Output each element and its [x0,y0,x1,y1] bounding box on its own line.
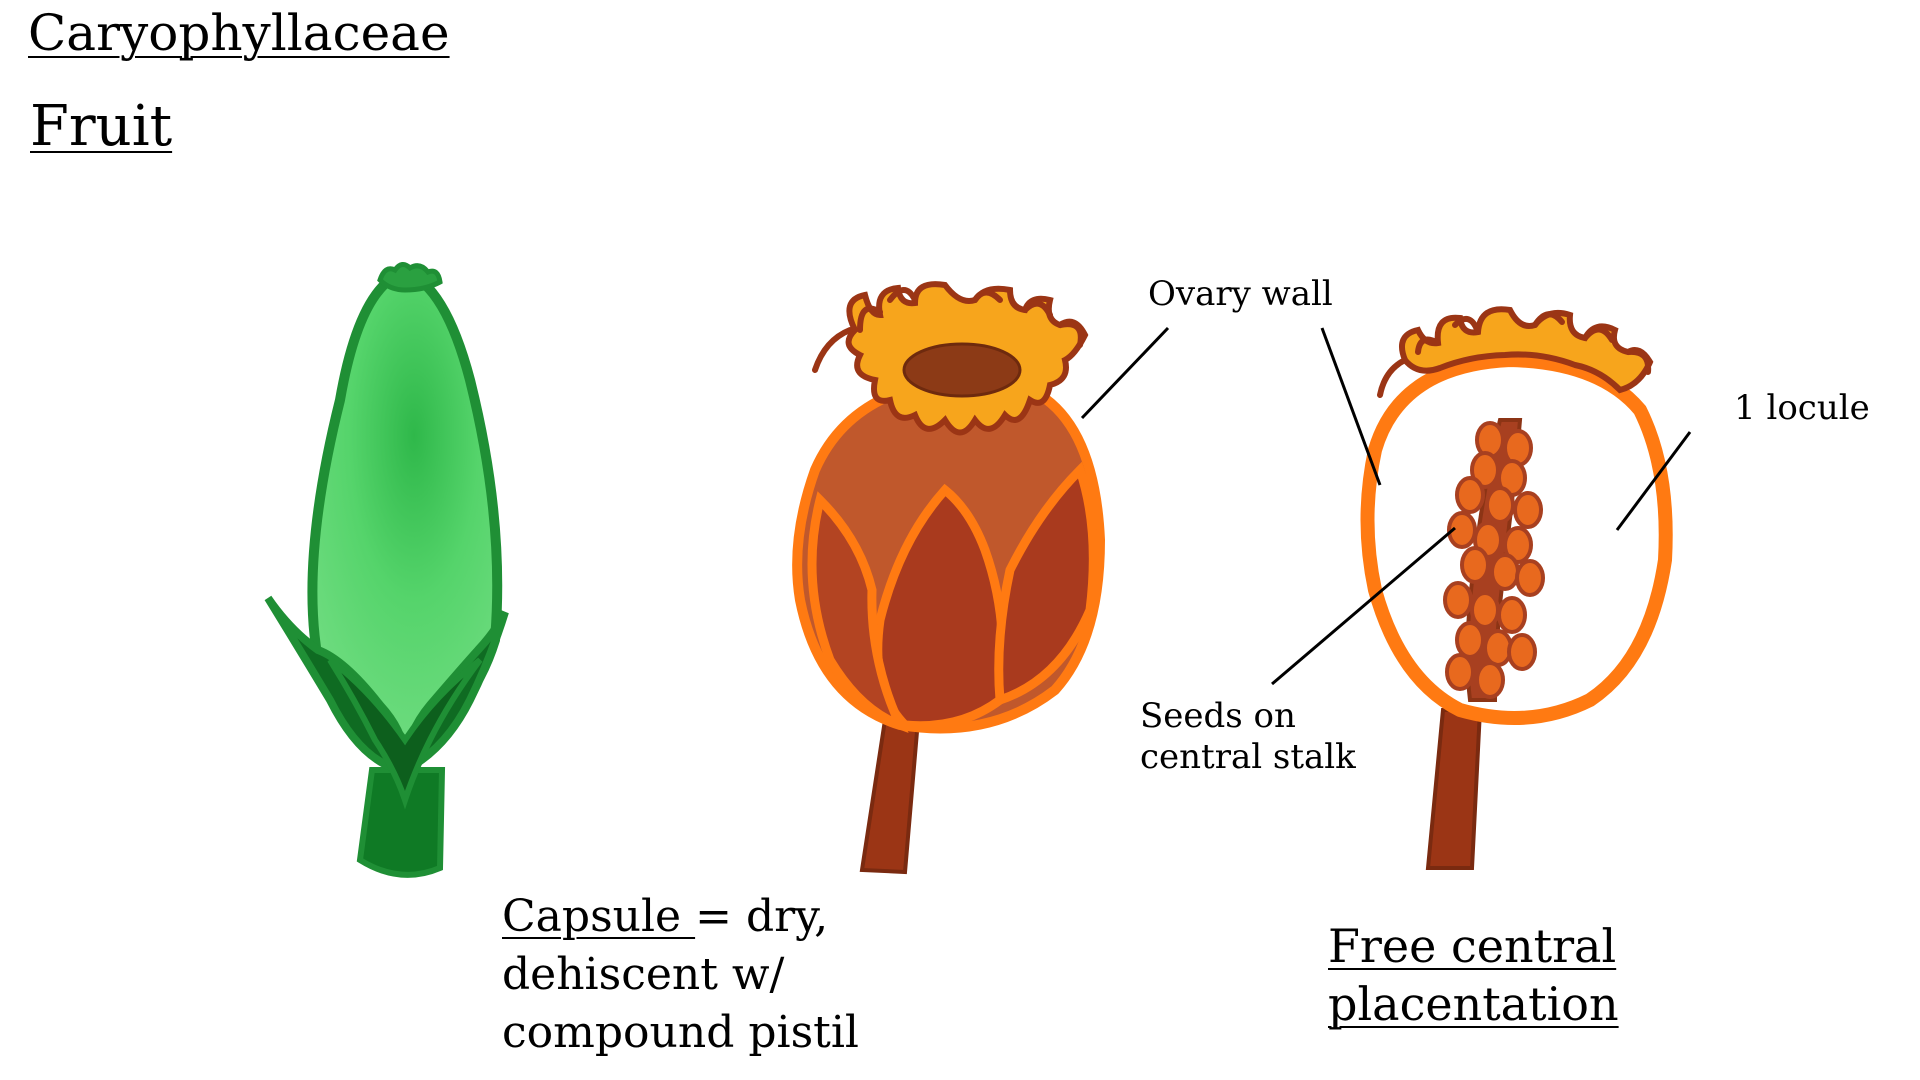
seed [1483,629,1513,667]
capsule-caption-line1: Capsule = dry, [502,888,859,946]
seed [1515,559,1545,597]
seed [1447,511,1477,549]
capsule-valve-center [873,483,1008,731]
seed [1455,476,1485,514]
seed [1443,581,1473,619]
seed [1470,451,1500,489]
label-seeds-line1: Seeds on [1140,696,1296,736]
capsule-caption: Capsule = dry, dehiscent w/ compound pis… [502,888,859,1062]
capsule-valve-left [807,491,909,734]
seed [1507,633,1537,671]
green-sepal-center [327,657,483,810]
seed [1455,621,1485,659]
capsule-caption-line3: compound pistil [502,1007,859,1059]
seed [1490,553,1520,591]
seed-cluster [1443,421,1545,699]
placentation-caption: Free central placentation [1328,918,1619,1033]
seed [1485,486,1515,524]
leader-ovary-wall-section [1320,327,1382,486]
green-stem [356,767,446,878]
seed [1445,653,1475,691]
seed [1470,591,1500,629]
capsule-definition-start: = dry, [695,891,829,942]
placentation-line1: Free central [1328,919,1617,973]
section-stalk [1425,708,1483,870]
leader-locule [1615,431,1692,531]
seed [1503,526,1533,564]
page-subtitle: Fruit [30,94,173,159]
green-fruit-illustration [264,262,509,878]
seed [1513,491,1543,529]
label-locule: 1 locule [1734,388,1870,428]
capsule-caption-line2: dehiscent w/ [502,949,785,1001]
capsule-term: Capsule [502,891,696,942]
page-title: Caryophyllaceae [28,4,450,62]
section-crown-curls [1377,311,1652,398]
capsule-stalk [859,718,921,875]
seed [1475,661,1505,699]
seed [1460,546,1490,584]
leader-lines [1080,326,1692,686]
leader-ovary-wall-capsule [1080,326,1170,420]
seed [1497,596,1527,634]
capsule-opening [902,342,1022,398]
leader-seeds [1271,526,1456,686]
label-seeds-line2: central stalk [1140,736,1356,777]
capsule-crown-curls [812,287,1084,373]
placentation-line2: placentation [1328,976,1619,1031]
label-ovary-wall: Ovary wall [1148,274,1333,314]
sectioned-capsule-illustration [1360,306,1673,870]
green-capsule-tip [377,262,443,293]
capsule-valve-right [994,461,1098,707]
brown-capsule-illustration [792,281,1106,875]
label-seeds-on-central-stalk: Seeds on central stalk [1140,696,1356,778]
